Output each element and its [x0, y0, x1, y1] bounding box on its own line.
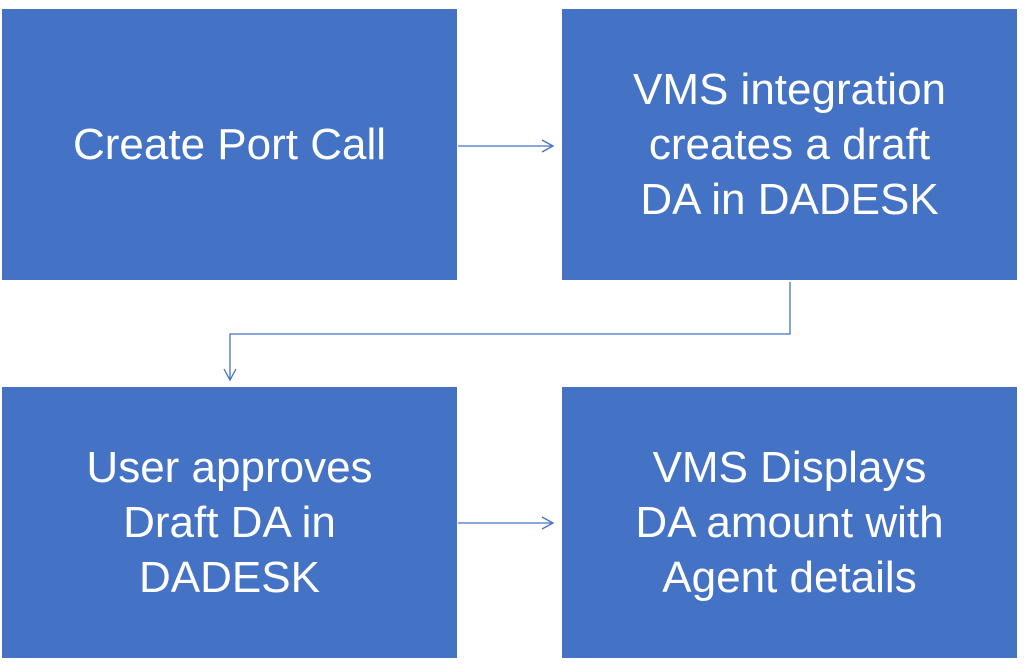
arrow-step1-to-step2: [458, 139, 555, 153]
process-step-label: VMS integration creates a draft DA in DA…: [632, 65, 947, 224]
process-step-vms-displays: VMS Displays DA amount with Agent detail…: [562, 387, 1017, 658]
process-step-label: VMS Displays DA amount with Agent detail…: [635, 443, 944, 602]
process-step-vms-integration: VMS integration creates a draft DA in DA…: [562, 9, 1017, 280]
arrow-step3-to-step4: [458, 516, 555, 530]
process-step-create-port-call: Create Port Call: [2, 9, 457, 280]
process-step-label: User approves Draft DA in DADESK: [86, 443, 373, 602]
process-step-label: Create Port Call: [72, 120, 386, 169]
arrow-step2-to-step3: [223, 282, 791, 382]
process-step-user-approves: User approves Draft DA in DADESK: [2, 387, 457, 658]
